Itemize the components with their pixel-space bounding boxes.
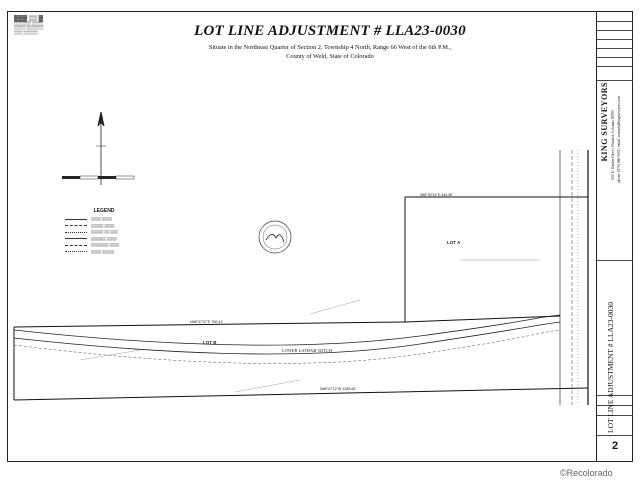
scale-bar xyxy=(62,175,135,180)
title-block-row xyxy=(597,31,633,40)
legend-box: LEGEND ▒▒▒▒ ▒▒▒▒ ▒▒▒▒▒ ▒▒▒▒ ▒▒▒▒▒ ▒▒ ▒▒▒… xyxy=(65,208,143,255)
page-title: LOT LINE ADJUSTMENT # LLA23-0030 xyxy=(194,23,466,39)
lot-boundary-lines xyxy=(13,150,589,405)
ditch-label: LOWER LATHAM DITCH xyxy=(282,348,333,353)
legend-row: ▒▒▒▒ ▒▒▒▒▒ xyxy=(65,249,143,256)
leader-lines xyxy=(79,259,540,393)
page-subtitle: Situate in the Northeast Quarter of Sect… xyxy=(150,43,510,61)
legend-row: ▒▒▒▒▒ ▒▒ ▒▒▒ xyxy=(65,229,143,236)
company-block xyxy=(597,81,633,261)
bearing-north-line: S88°52'14"E 344.36' xyxy=(420,193,453,197)
title-block-row xyxy=(597,40,633,49)
north-arrow-icon xyxy=(96,111,106,185)
title-block-row xyxy=(597,396,633,406)
title-block-row xyxy=(597,49,633,58)
legend-row: ▒▒▒▒ ▒▒▒▒ xyxy=(65,216,143,223)
title-block-row xyxy=(597,58,633,67)
county-road xyxy=(559,150,579,405)
surveyor-seal-icon xyxy=(258,220,292,254)
legend-row: ▒▒▒▒▒▒ ▒▒▒▒ xyxy=(65,236,143,243)
watermark-text: ©Recolorado xyxy=(560,468,613,478)
project-block xyxy=(597,261,633,396)
subtitle-line-1: Situate in the Northeast Quarter of Sect… xyxy=(208,44,452,51)
title-block xyxy=(596,11,633,462)
title-block-row xyxy=(597,416,633,436)
bearing-mid-line: N88°37'07"E 790.41' xyxy=(190,320,224,324)
legend-row: ▒▒▒▒▒ ▒▒▒▒ xyxy=(65,223,143,230)
title-block-row xyxy=(597,67,633,81)
sheet-number: 2 xyxy=(612,440,619,452)
ditch-lines xyxy=(13,314,561,364)
lot-a-title: LOT A xyxy=(447,240,461,245)
title-block-row xyxy=(597,406,633,416)
subtitle-line-2: County of Weld, State of Colorado xyxy=(286,53,374,60)
legend-title: LEGEND xyxy=(93,208,115,214)
title-block-row xyxy=(597,22,633,31)
title-block-row xyxy=(597,11,633,22)
bearing-south-line: N88°47'12"W 1285.66' xyxy=(320,387,357,391)
drawing-sheet-border xyxy=(7,11,633,462)
surveyor-stamp-text: ▓▓▓ ▒▒ ▓ ▒▒▒▒▒▒ ▒▒▒▒▒▒▒▒ ▒▒▒▒▒▒▒▒▒ ▒▒▒▒▒ xyxy=(14,16,44,35)
lot-b-title: LOT B xyxy=(203,340,217,345)
legend-row: ▒▒▒▒▒▒▒ ▒▒▒▒ xyxy=(65,242,143,249)
